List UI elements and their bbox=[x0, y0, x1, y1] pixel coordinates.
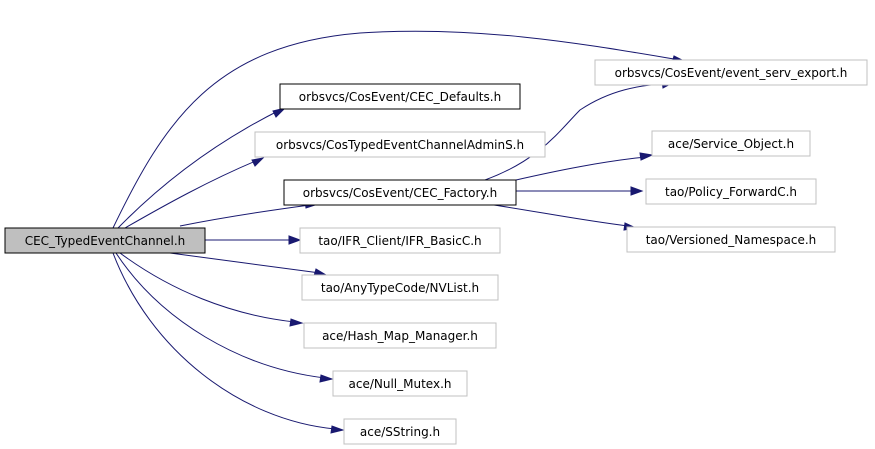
node-versioned-namespace[interactable]: tao/Versioned_Namespace.h bbox=[626, 226, 836, 253]
node-sstring[interactable]: ace/SString.h bbox=[343, 418, 457, 445]
edge-root-to-sstring bbox=[112, 252, 336, 430]
node-label: tao/AnyTypeCode/NVList.h bbox=[321, 281, 479, 295]
node-label: orbsvcs/CosEvent/event_serv_export.h bbox=[615, 66, 848, 80]
edge-root-to-null-mutex bbox=[115, 252, 326, 379]
node-event-serv-export[interactable]: orbsvcs/CosEvent/event_serv_export.h bbox=[594, 59, 868, 86]
node-hash-map-manager[interactable]: ace/Hash_Map_Manager.h bbox=[303, 322, 497, 349]
node-label: CEC_TypedEventChannel.h bbox=[25, 234, 186, 248]
node-label: tao/IFR_Client/IFR_BasicC.h bbox=[318, 234, 481, 248]
node-cec-typed-event-channel[interactable]: CEC_TypedEventChannel.h bbox=[4, 227, 206, 254]
node-cec-defaults[interactable]: orbsvcs/CosEvent/CEC_Defaults.h bbox=[279, 83, 521, 110]
node-service-object[interactable]: ace/Service_Object.h bbox=[651, 130, 811, 157]
node-cos-typed-event-channel-admin-s[interactable]: orbsvcs/CosTypedEventChannelAdminS.h bbox=[254, 131, 546, 158]
edge-factory-to-policy-forward-arrowhead bbox=[630, 186, 644, 196]
edge-root-to-hash-map-manager bbox=[119, 252, 296, 323]
edge-root-to-cec-defaults bbox=[117, 109, 281, 229]
node-label: orbsvcs/CosEvent/CEC_Defaults.h bbox=[299, 90, 501, 104]
edge-root-to-null-mutex-arrowhead bbox=[319, 374, 334, 383]
node-label: orbsvcs/CosEvent/CEC_Factory.h bbox=[303, 186, 497, 200]
edge-root-to-admins bbox=[124, 159, 259, 229]
node-nvlist[interactable]: tao/AnyTypeCode/NVList.h bbox=[301, 274, 499, 301]
edge-factory-to-service-object bbox=[515, 156, 646, 181]
node-label: ace/Service_Object.h bbox=[668, 137, 794, 151]
node-null-mutex[interactable]: ace/Null_Mutex.h bbox=[332, 370, 468, 397]
edge-root-to-nvlist bbox=[169, 252, 321, 274]
node-policy-forward-c[interactable]: tao/Policy_ForwardC.h bbox=[645, 178, 817, 205]
edge-factory-to-versioned-namespace bbox=[493, 204, 629, 227]
edge-root-to-cec-factory bbox=[179, 204, 311, 227]
edge-root-to-sstring-arrowhead bbox=[330, 425, 345, 434]
node-label: tao/Versioned_Namespace.h bbox=[646, 233, 817, 247]
edge-factory-to-event-serv-export bbox=[484, 83, 666, 181]
edge-root-to-hash-map-manager-arrowhead bbox=[289, 318, 304, 327]
nodes: CEC_TypedEventChannel.h orbsvcs/CosEvent… bbox=[4, 59, 868, 445]
node-label: orbsvcs/CosTypedEventChannelAdminS.h bbox=[276, 138, 524, 152]
edge-root-to-cec-defaults-arrowhead bbox=[272, 107, 287, 118]
node-ifr-basic-c[interactable]: tao/IFR_Client/IFR_BasicC.h bbox=[299, 227, 501, 254]
node-label: ace/SString.h bbox=[360, 425, 440, 439]
node-label: ace/Null_Mutex.h bbox=[349, 377, 452, 391]
edge-root-to-admins-arrowhead bbox=[251, 157, 265, 167]
edge-factory-to-service-object-arrowhead bbox=[639, 152, 654, 161]
node-label: tao/Policy_ForwardC.h bbox=[665, 185, 797, 199]
node-label: ace/Hash_Map_Manager.h bbox=[322, 329, 478, 343]
edge-root-to-event-serv-export bbox=[112, 30, 681, 229]
edge-root-to-ifr-basic-arrowhead bbox=[288, 235, 302, 245]
node-cec-factory[interactable]: orbsvcs/CosEvent/CEC_Factory.h bbox=[283, 179, 517, 206]
